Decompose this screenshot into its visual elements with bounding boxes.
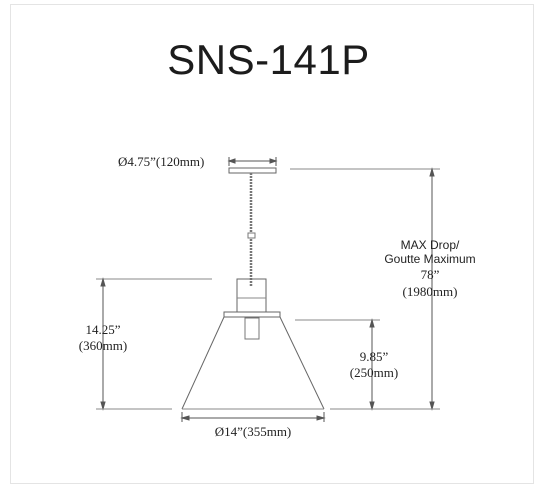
cord-grip (247, 232, 256, 239)
shade-diameter-label: Ø14”(355mm) (214, 424, 292, 439)
shade-left-edge (181, 316, 225, 410)
shade-height-mm: (250mm) (349, 365, 399, 380)
total-height-inches: 14.25” (85, 322, 121, 337)
max-drop-mm: (1980mm) (402, 284, 458, 299)
arrow (227, 158, 236, 164)
arrow (429, 401, 435, 411)
arrow (180, 415, 190, 421)
max-drop-label-line2: Goutte Maximum (384, 252, 476, 266)
socket (244, 317, 260, 340)
shade-height-inches: 9.85” (359, 349, 389, 364)
arrow (269, 158, 278, 164)
canopy (228, 167, 277, 174)
total-height-mm: (360mm) (78, 338, 128, 353)
max-drop-label-line1: MAX Drop/ (400, 238, 460, 252)
arrow (369, 401, 375, 411)
sheet-border (10, 4, 534, 484)
arrow (316, 415, 326, 421)
arrow (100, 277, 106, 287)
arrow (100, 401, 106, 411)
product-title: SNS-141P (167, 36, 370, 83)
canopy-diameter-label: Ø4.75”(120mm) (118, 154, 205, 169)
arrow (429, 167, 435, 177)
arrow (369, 318, 375, 328)
fitter (236, 278, 267, 314)
shade-collar (223, 311, 281, 318)
max-drop-inches: 78” (420, 267, 440, 282)
shade-right-edge (279, 316, 325, 410)
